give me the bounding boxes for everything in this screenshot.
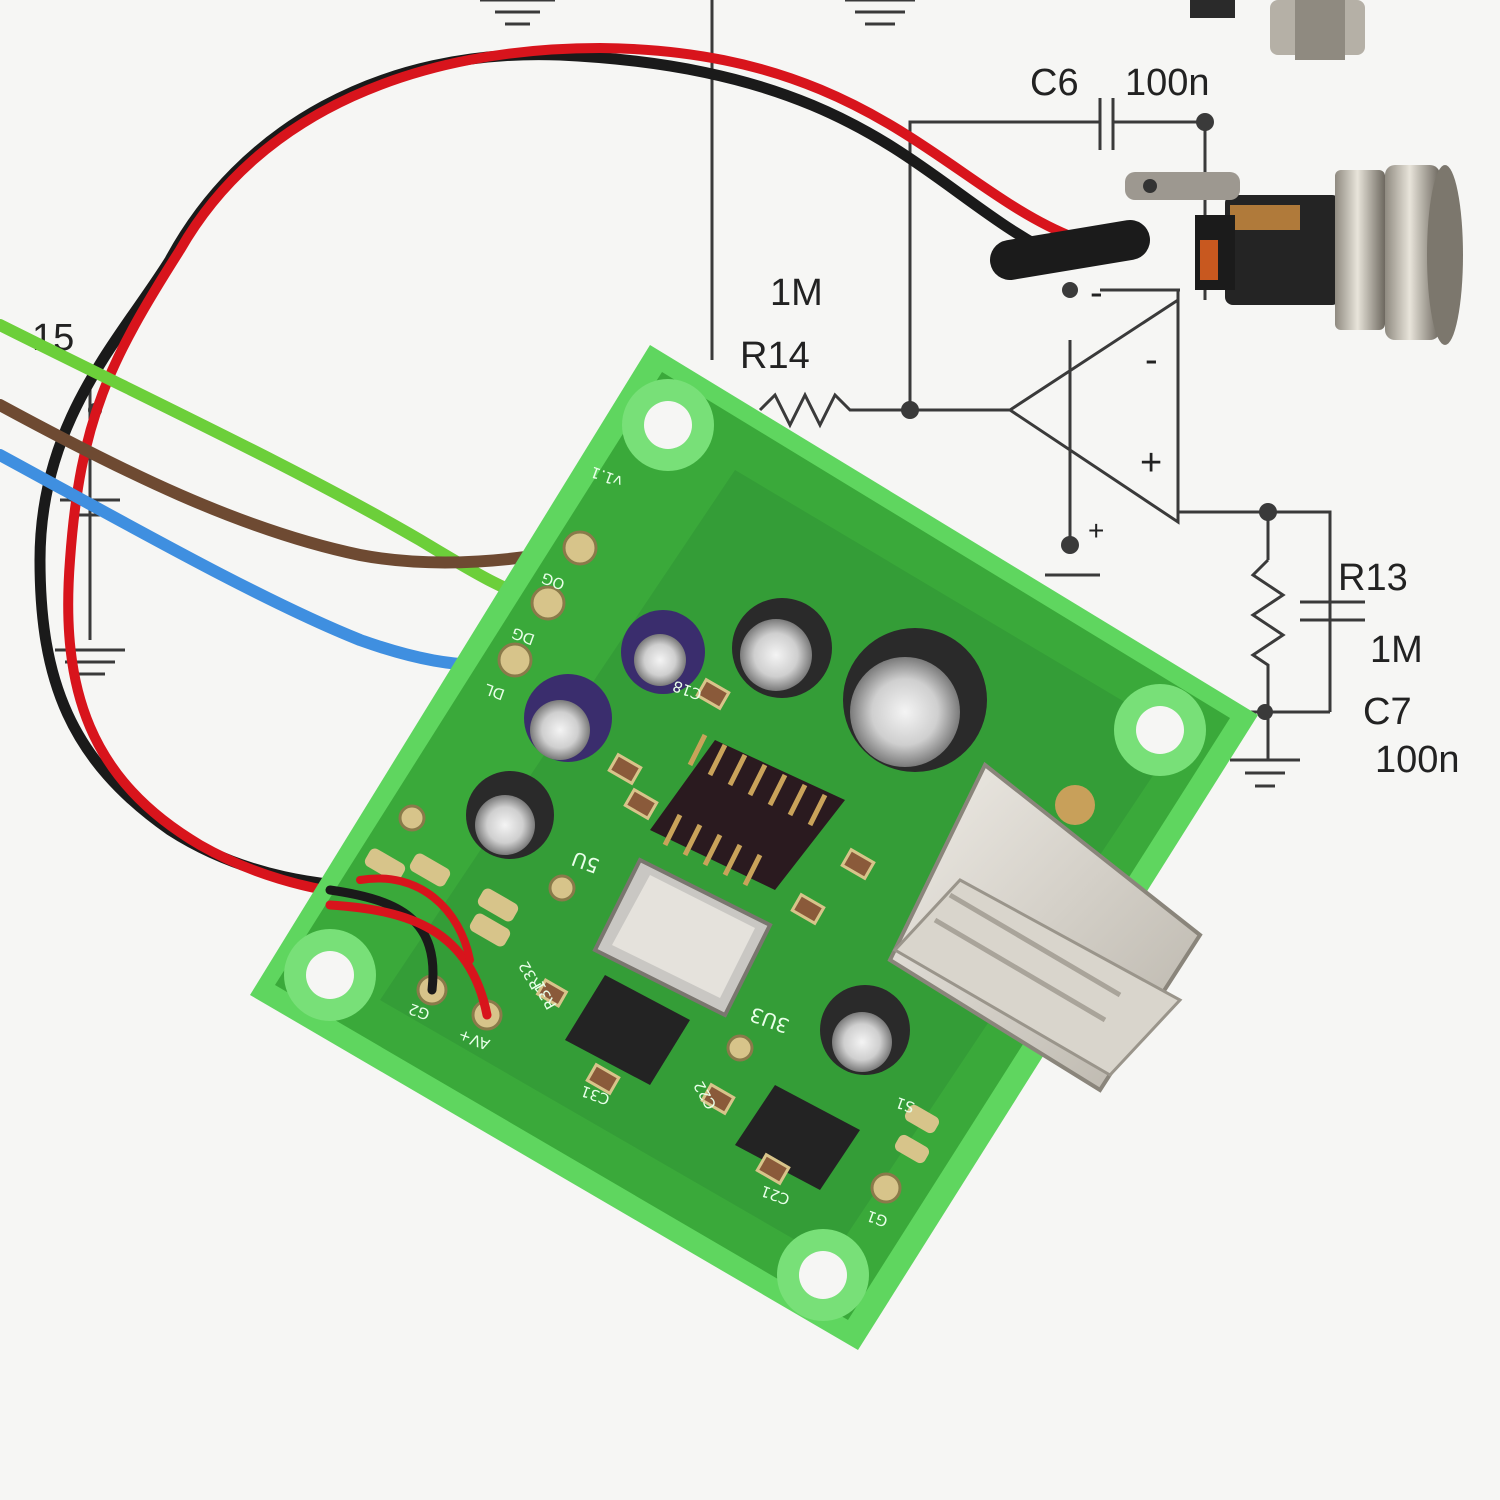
crystal [592, 857, 773, 1018]
regulator-ics [565, 975, 860, 1190]
label-r14-value: 1M [770, 272, 823, 314]
label-c7: C7 [1363, 691, 1412, 733]
label-c7-value: 100n [1375, 739, 1460, 781]
header-pads [364, 848, 940, 1164]
usb-connector [887, 761, 1203, 1093]
main-ic [650, 733, 845, 890]
label-plus-supply: + [1088, 515, 1104, 546]
label-c6: C6 [1030, 62, 1079, 104]
top-right-connector [1190, 0, 1365, 60]
mounting-holes [284, 379, 1206, 1321]
label-r13-value: 1M [1370, 629, 1423, 671]
label-plus-input: + [1140, 442, 1162, 484]
label-r14: R14 [740, 335, 810, 377]
label-c6-value: 100n [1125, 62, 1210, 104]
silk-s1: S1 [893, 1093, 917, 1116]
schematic-labels: C6 100n 1M R14 R13 1M C7 100n - - + + 15 [32, 62, 1460, 781]
electrolytic-capacitors [466, 598, 987, 1075]
label-r13: R13 [1338, 557, 1408, 599]
pcb-board [250, 345, 1258, 1350]
dc-jack [1125, 165, 1463, 345]
label-minus-supply: - [1090, 272, 1103, 314]
smd-components [535, 677, 876, 1186]
silk-dl: DL [482, 680, 507, 704]
wires-upper [0, 42, 1150, 905]
wires-lower [325, 874, 492, 1020]
label-minus-input: - [1145, 339, 1158, 381]
